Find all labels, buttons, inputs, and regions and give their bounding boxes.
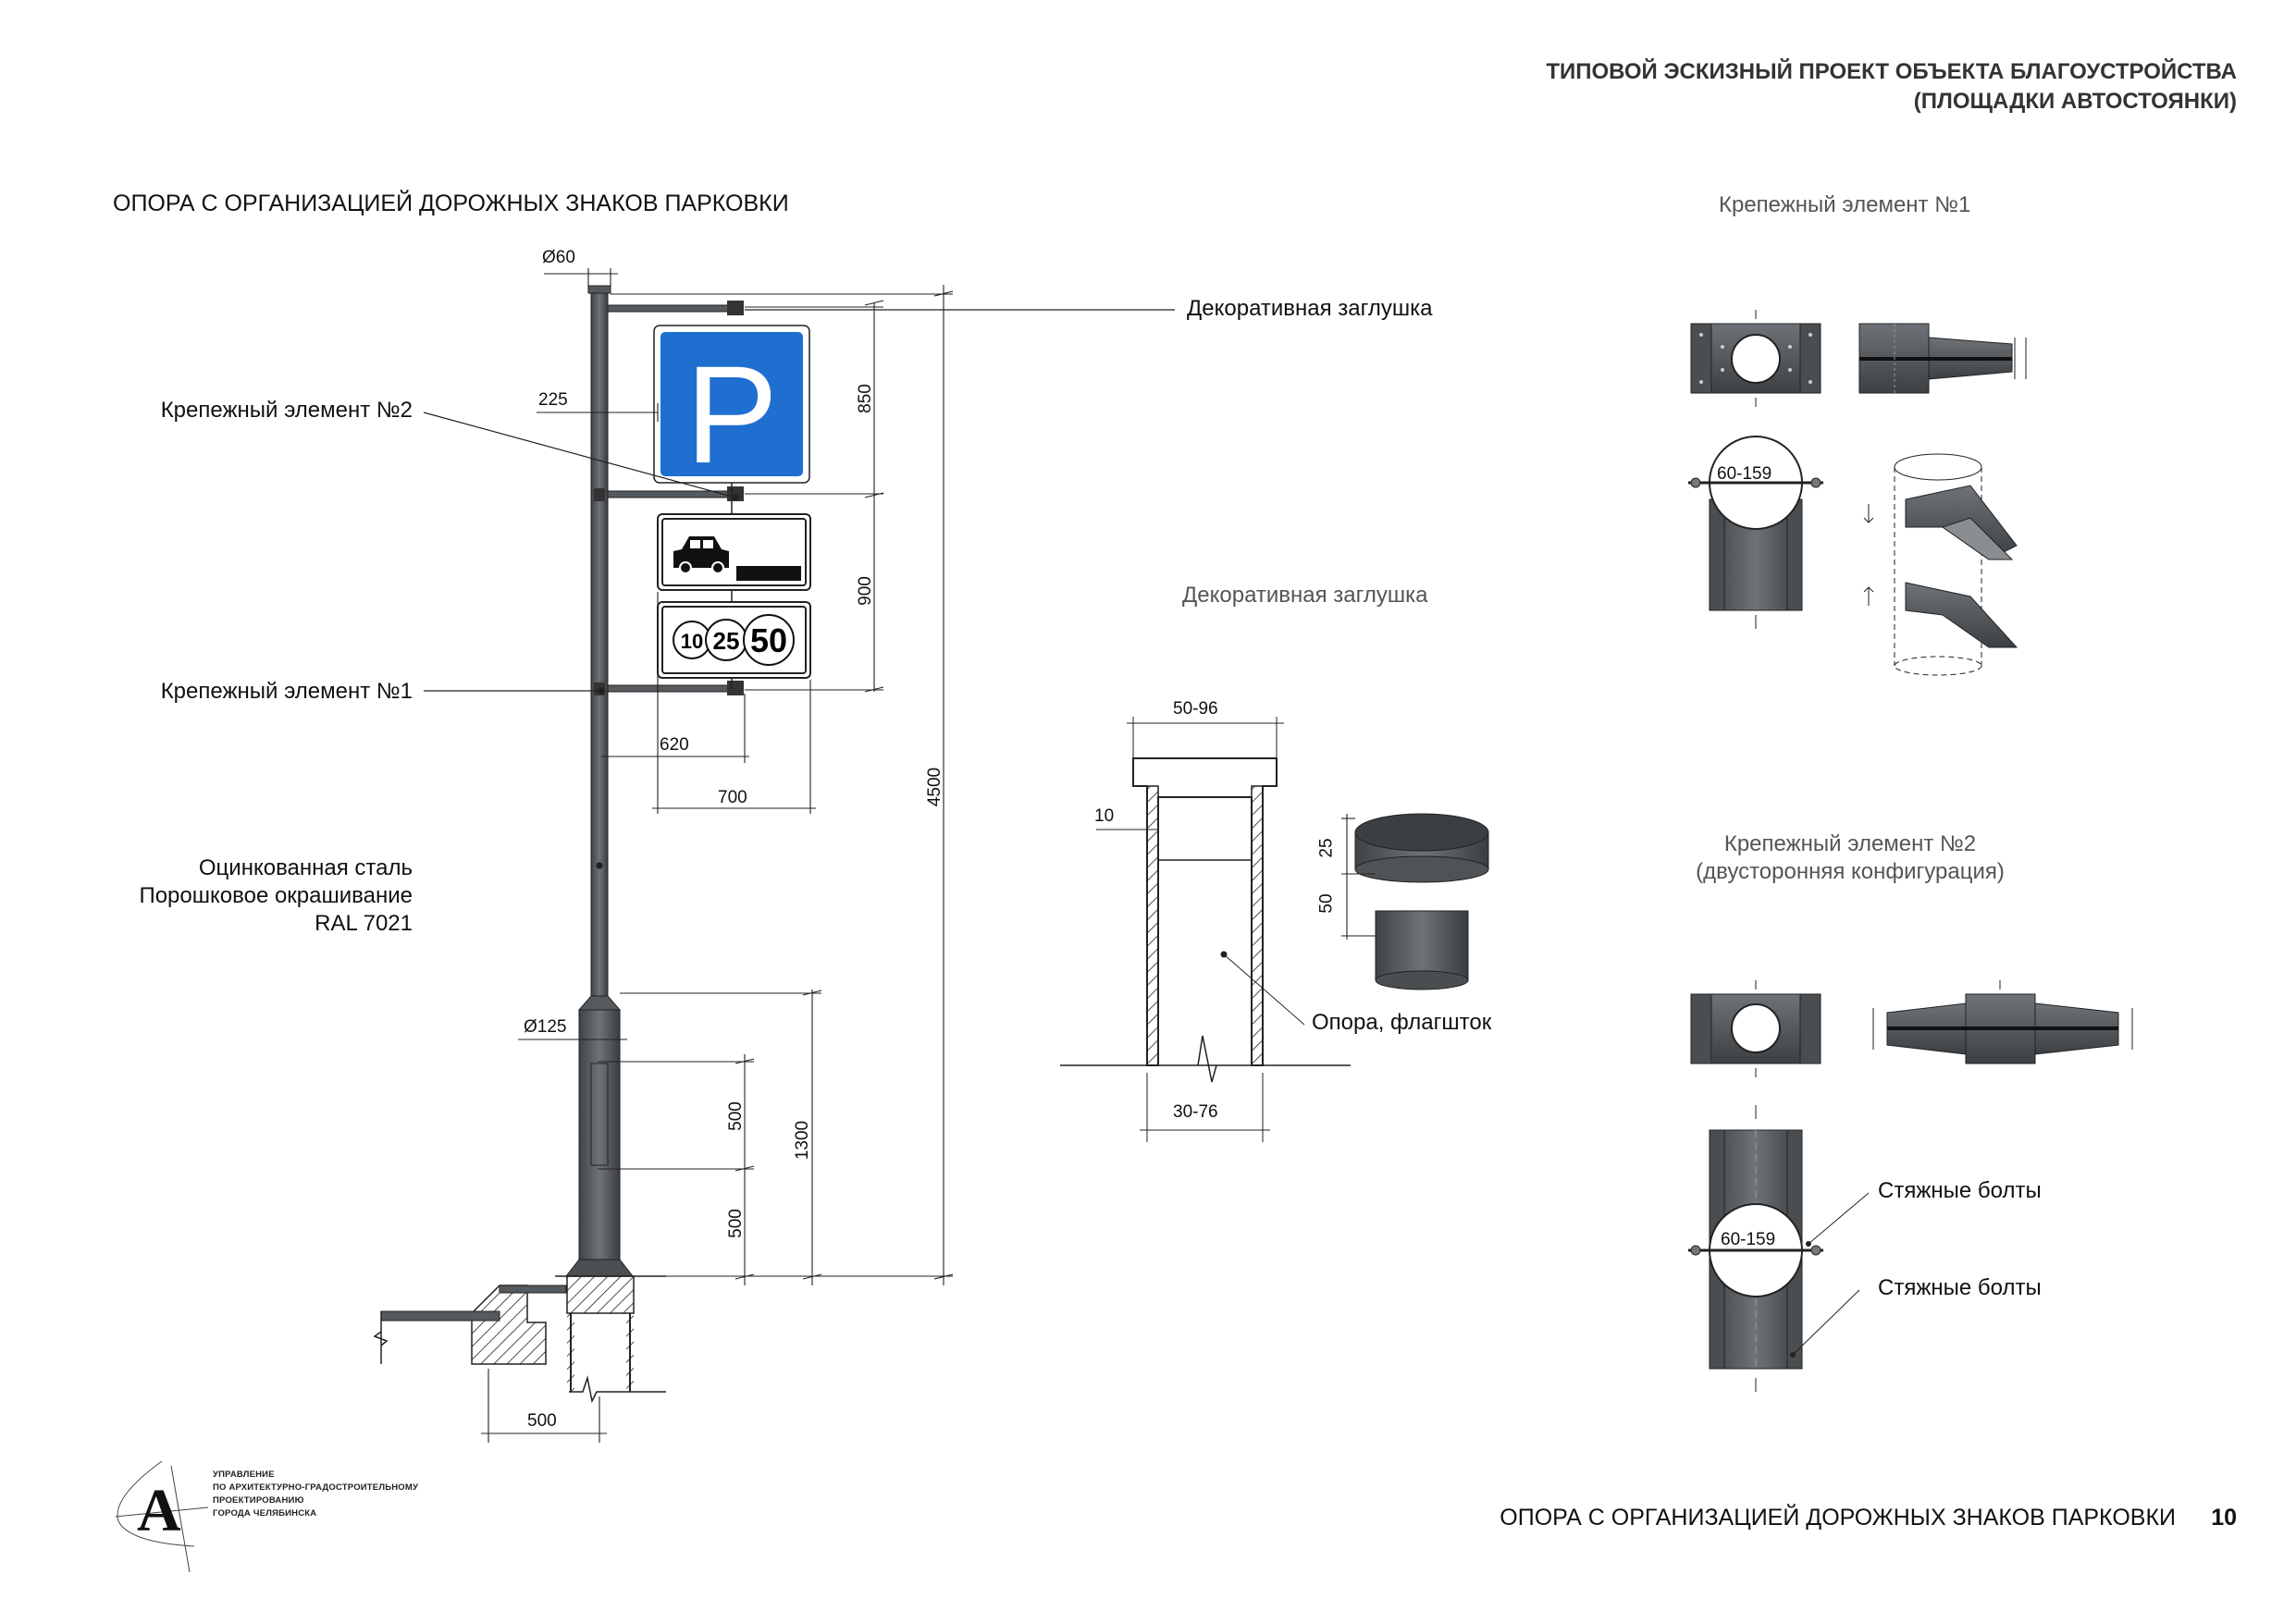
fastener2-bolts-1: Стяжные болты — [1878, 1178, 2042, 1203]
dim-d60: Ø60 — [542, 248, 575, 267]
logo-letter: А — [137, 1477, 181, 1544]
dim-d125: Ø125 — [524, 1017, 567, 1037]
fastener1-iso-view — [1863, 453, 2018, 676]
cap-dim-bottom: 30-76 — [1173, 1102, 1218, 1122]
label-material-1: Оцинкованная сталь — [198, 855, 413, 880]
header-line-2: (ПЛОЩАДКИ АВТОСТОЯНКИ) — [1913, 89, 2237, 114]
speed-10: 10 — [681, 630, 703, 653]
logo-text: УПРАВЛЕНИЕ ПО АРХИТЕКТУРНО-ГРАДОСТРОИТЕЛ… — [213, 1469, 418, 1520]
fastener1-dim: 60-159 — [1717, 464, 1772, 484]
label-material: Оцинкованная сталь Порошковое окрашивани… — [139, 855, 413, 938]
pole-shaft-lower — [578, 1009, 621, 1260]
label-material-2: Порошковое окрашивание — [139, 883, 413, 908]
foundation — [373, 1275, 666, 1404]
dim-500-lower: 500 — [725, 1209, 746, 1238]
cap-dim-25: 25 — [1316, 838, 1337, 858]
logo-line-4: ГОРОДА ЧЕЛЯБИНСКА — [213, 1508, 317, 1518]
cap-dim-50: 50 — [1316, 893, 1337, 914]
fastener1-side-view — [1858, 323, 2027, 394]
fastener2-title-2: (двусторонняя конфигурация) — [1696, 859, 2005, 884]
fastener2-front-view — [1688, 1105, 1870, 1392]
fastener1-top-view — [1690, 310, 1821, 407]
fastener1-front-view — [1688, 436, 1823, 629]
dim-4500: 4500 — [925, 767, 945, 807]
bracket-top — [607, 304, 743, 313]
dim-225: 225 — [538, 390, 568, 410]
label-fastener1: Крепежный элемент №1 — [160, 679, 413, 704]
speed-50: 50 — [750, 621, 787, 659]
logo-line-2: ПО АРХИТЕКТУРНО-ГРАДОСТРОИТЕЛЬНОМУ — [213, 1482, 419, 1493]
page-number: 10 — [2211, 1505, 2237, 1531]
cap-3d-render — [1341, 813, 1489, 990]
dim-500-base: 500 — [527, 1411, 557, 1431]
main-title: ОПОРА С ОРГАНИЗАЦИЕЙ ДОРОЖНЫХ ЗНАКОВ ПАР… — [113, 191, 789, 216]
plate-hatched-area — [736, 566, 801, 581]
pole-base — [564, 1259, 635, 1277]
label-material-3: RAL 7021 — [315, 911, 413, 936]
fastener2-bolts-2: Стяжные болты — [1878, 1275, 2042, 1300]
label-decorative-cap: Декоративная заглушка — [1187, 296, 1433, 321]
fastener1-drawings — [1688, 310, 2027, 676]
fastener2-title-1: Крепежный элемент №2 — [1723, 831, 1977, 856]
fastener2-top-view — [1690, 980, 1821, 1077]
parking-sign-face — [660, 332, 803, 476]
service-hatch — [590, 1063, 609, 1166]
logo-line-1: УПРАВЛЕНИЕ — [213, 1469, 275, 1480]
cap-dim-top: 50-96 — [1173, 699, 1218, 719]
label-fastener2: Крепежный элемент №2 — [160, 398, 413, 423]
footer-title: ОПОРА С ОРГАНИЗАЦИЕЙ ДОРОЖНЫХ ЗНАКОВ ПАР… — [1500, 1505, 2176, 1531]
pole-cap — [587, 285, 611, 294]
bracket-bottom — [607, 684, 743, 693]
dim-500-upper: 500 — [725, 1101, 746, 1131]
parking-letter: P — [685, 337, 778, 492]
pole-transition — [577, 995, 622, 1011]
dim-620: 620 — [660, 735, 689, 755]
dim-1300: 1300 — [793, 1120, 813, 1161]
dim-850: 850 — [855, 384, 875, 413]
header-line-1: ТИПОВОЙ ЭСКИЗНЫЙ ПРОЕКТ ОБЪЕКТА БЛАГОУСТ… — [1546, 59, 2237, 84]
fastener2-dim: 60-159 — [1721, 1230, 1776, 1249]
fastener2-drawings — [1688, 980, 2133, 1392]
car-icon — [673, 536, 729, 574]
cap-detail-title: Декоративная заглушка — [1182, 583, 1428, 608]
document-header: ТИПОВОЙ ЭСКИЗНЫЙ ПРОЕКТ ОБЪЕКТА БЛАГОУСТ… — [1546, 57, 2237, 117]
logo-line-3: ПРОЕКТИРОВАНИЮ — [213, 1495, 304, 1506]
speed-25: 25 — [713, 627, 740, 655]
fastener1-title: Крепежный элемент №1 — [1719, 192, 1971, 217]
dim-700: 700 — [718, 788, 747, 807]
logo-mark — [115, 1460, 209, 1573]
cap-detail-drawing — [1060, 717, 1351, 1142]
cap-dim-wall: 10 — [1094, 806, 1115, 826]
dim-900: 900 — [855, 576, 875, 606]
fastener2-side-view — [1872, 980, 2133, 1064]
pole-dimensions — [481, 268, 954, 1443]
cap-label-pole: Опора, флагшток — [1312, 1010, 1492, 1035]
pole-assembly: P 10 25 50 — [373, 268, 1175, 1443]
pole-shaft-upper — [590, 292, 609, 997]
fastener2-title: Крепежный элемент №2 (двусторонняя конфи… — [1665, 830, 2035, 886]
